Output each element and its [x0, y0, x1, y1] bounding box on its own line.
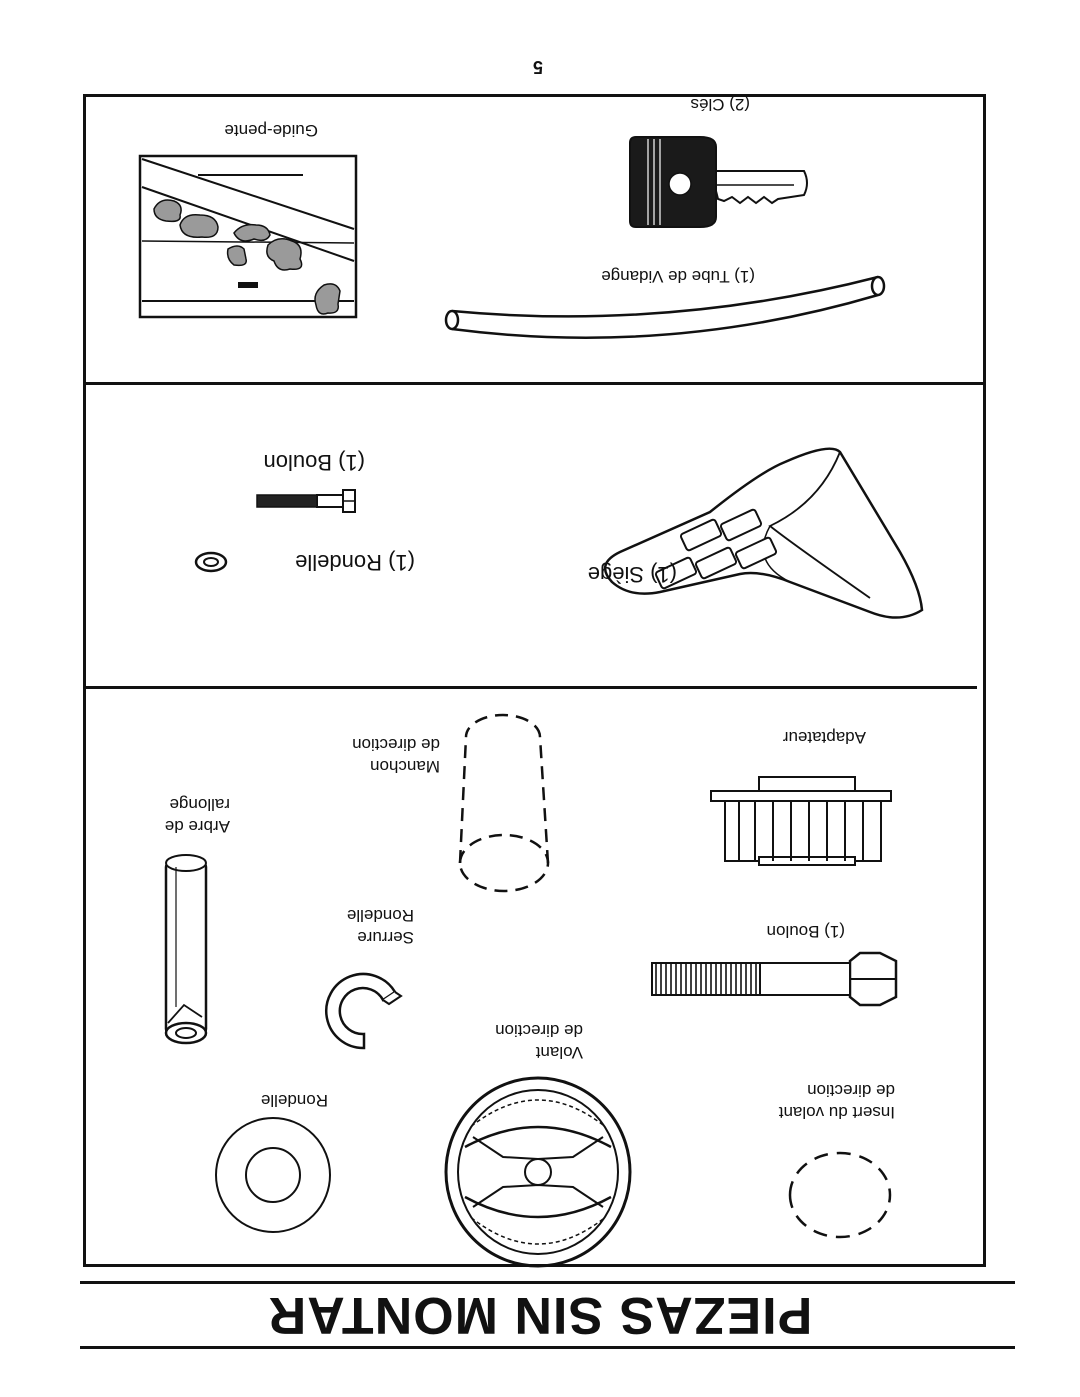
slope-guide-label: Guide-pente: [224, 121, 318, 140]
sleeve-label-1: Manchon: [370, 757, 440, 776]
page-number: 5: [532, 57, 543, 77]
sleeve-label-2: de direction: [352, 735, 440, 754]
steering-wheel-label-1: Volant: [535, 1043, 583, 1062]
steering-wheel-icon: [444, 1076, 632, 1268]
lock-washer-icon: [325, 972, 403, 1050]
small-bolt-icon: [256, 489, 356, 513]
seat-label: (1) Siège: [587, 562, 677, 587]
section-divider-1: [83, 686, 977, 689]
steering-insert-icon: [788, 1151, 892, 1239]
adapter-icon: [710, 776, 892, 866]
steering-sleeve-icon: [458, 713, 550, 893]
keys-label: (2) Clés: [690, 95, 750, 114]
slope-guide-icon: [138, 154, 358, 319]
page-title: PIEZAS SIN MONTAR: [267, 1286, 813, 1344]
insert-label-1: Insert du volant: [778, 1103, 895, 1122]
lock-washer-label-2: Rondelle: [346, 906, 414, 925]
extension-shaft-icon: [164, 854, 208, 1045]
small-washer-icon: [194, 551, 228, 573]
adapter-label: Adaptateur: [782, 728, 866, 747]
washer-icon: [215, 1117, 331, 1233]
extension-shaft-label-2: rallonge: [169, 795, 231, 814]
large-bolt-icon: [651, 951, 898, 1007]
drain-tube-label: (1) Tube de Vidange: [601, 267, 755, 286]
washer-label: Rondelle: [260, 1091, 328, 1110]
small-bolt-label: (1) Boulon: [263, 450, 365, 475]
seat-icon: [603, 447, 924, 619]
large-bolt-label: (1) Boulon: [766, 922, 845, 941]
small-washer-label: (1) Rondelle: [295, 550, 415, 575]
keys-icon: [629, 136, 808, 228]
title-top-rule: [80, 1346, 1015, 1349]
drain-tube-icon: [444, 275, 886, 339]
extension-shaft-label-1: Arbre de: [164, 817, 230, 836]
title-bottom-rule: [80, 1281, 1015, 1284]
steering-wheel-label-2: de direction: [495, 1021, 583, 1040]
lock-washer-label-1: Serrure: [357, 928, 414, 947]
section-divider-2: [83, 382, 986, 385]
insert-label-2: de direction: [807, 1081, 895, 1100]
